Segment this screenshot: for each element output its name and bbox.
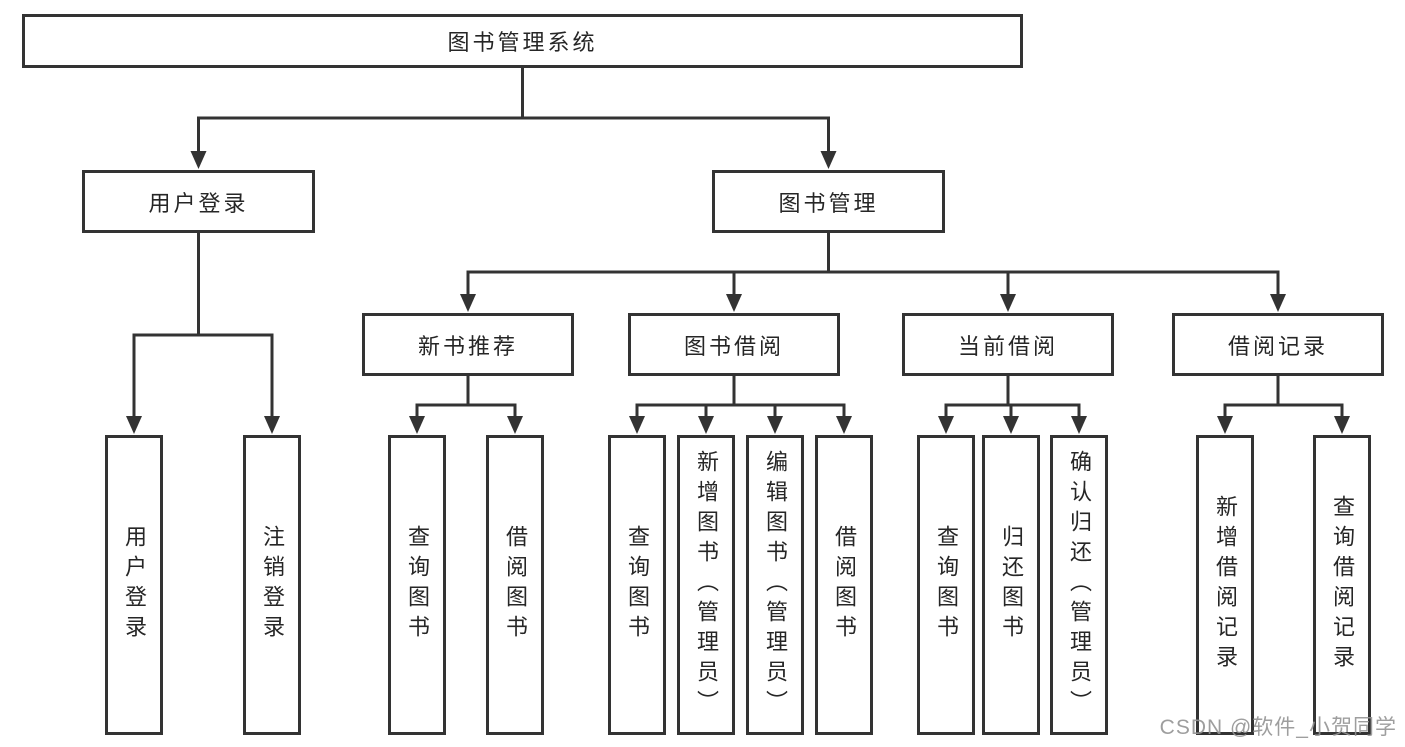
leaf-edit-book-admin: 编辑图书（管理员） [746, 435, 804, 735]
leaf-add-borrow-record: 新增借阅记录 [1196, 435, 1254, 735]
node-new-book-recommend: 新书推荐 [362, 313, 574, 376]
leaf-return-books: 归还图书 [982, 435, 1040, 735]
leaf-borrow-books: 借阅图书 [815, 435, 873, 735]
node-label: 借阅记录 [1227, 333, 1328, 359]
node-label: 新书推荐 [417, 333, 518, 359]
leaf-label: 查询借阅记录 [1330, 495, 1355, 675]
node-user-login: 用户登录 [82, 170, 315, 233]
leaf-label: 确认归还（管理员） [1067, 450, 1092, 720]
leaf-label: 归还图书 [999, 525, 1024, 645]
leaf-query-borrow-record: 查询借阅记录 [1313, 435, 1371, 735]
leaf-label: 注销登录 [260, 525, 285, 645]
node-label: 图书借阅 [683, 333, 784, 359]
leaf-logout: 注销登录 [243, 435, 301, 735]
leaf-query-books-recommend: 查询图书 [388, 435, 446, 735]
node-label: 图书管理 [778, 190, 879, 216]
leaf-label: 编辑图书（管理员） [763, 450, 788, 720]
leaf-label: 查询图书 [405, 525, 430, 645]
node-current-borrowing: 当前借阅 [902, 313, 1114, 376]
leaf-label: 借阅图书 [503, 525, 528, 645]
leaf-query-books-current: 查询图书 [917, 435, 975, 735]
node-book-borrowing: 图书借阅 [628, 313, 840, 376]
leaf-label: 用户登录 [122, 525, 147, 645]
node-borrowing-records: 借阅记录 [1172, 313, 1384, 376]
csdn-watermark: CSDN @软件_小贺同学 [1159, 716, 1397, 739]
leaf-query-books-borrow: 查询图书 [608, 435, 666, 735]
node-label: 当前借阅 [957, 333, 1058, 359]
leaf-label: 新增借阅记录 [1213, 495, 1238, 675]
leaf-borrow-books-recommend: 借阅图书 [486, 435, 544, 735]
leaf-label: 新增图书（管理员） [694, 450, 719, 720]
node-library-system: 图书管理系统 [22, 14, 1023, 68]
leaf-label: 查询图书 [625, 525, 650, 645]
leaf-user-login: 用户登录 [105, 435, 163, 735]
node-label: 图书管理系统 [447, 30, 598, 55]
leaf-label: 借阅图书 [832, 525, 857, 645]
leaf-add-book-admin: 新增图书（管理员） [677, 435, 735, 735]
leaf-confirm-return-admin: 确认归还（管理员） [1050, 435, 1108, 735]
leaf-label: 查询图书 [934, 525, 959, 645]
node-label: 用户登录 [148, 190, 249, 216]
node-book-management: 图书管理 [712, 170, 945, 233]
